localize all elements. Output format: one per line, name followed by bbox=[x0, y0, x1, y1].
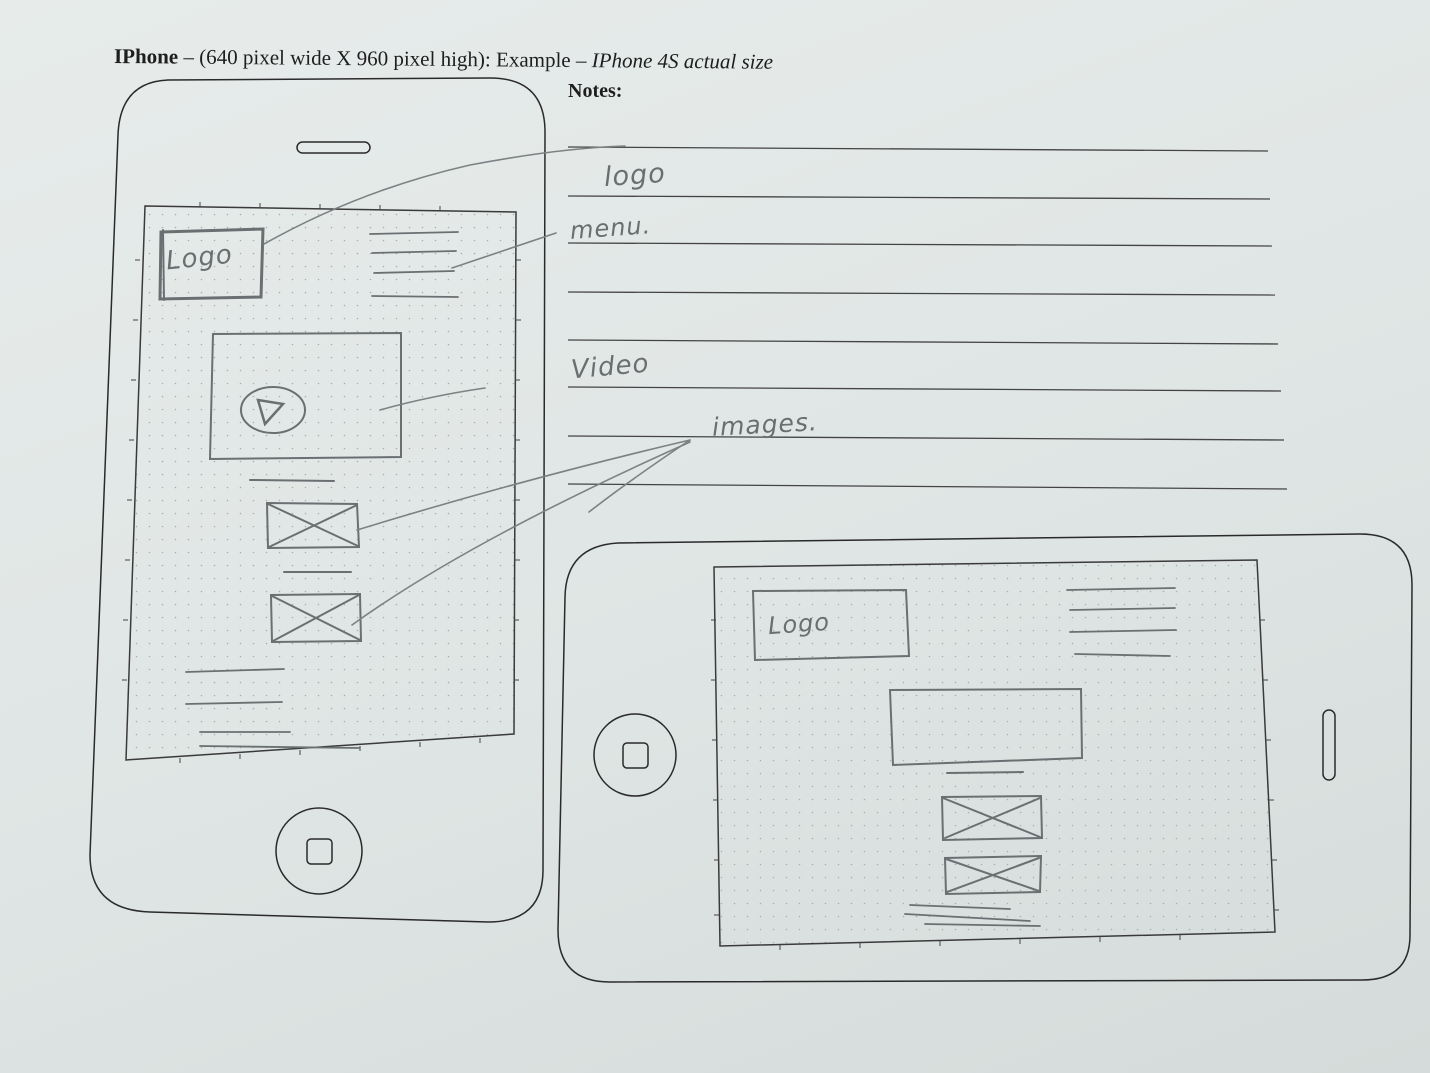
landscape-menu-lines bbox=[1066, 587, 1177, 657]
logo-connector bbox=[263, 145, 626, 245]
portrait-image-placeholder-1 bbox=[265, 501, 361, 550]
portrait-home-button bbox=[275, 807, 363, 895]
landscape-screen bbox=[711, 559, 1279, 950]
annotation-connectors bbox=[263, 145, 691, 626]
landscape-phone-body bbox=[557, 533, 1413, 983]
images-connector-2 bbox=[351, 441, 691, 626]
landscape-logo-box bbox=[751, 588, 911, 662]
landscape-logo-text: Logo bbox=[767, 607, 831, 641]
images-note: images. bbox=[711, 407, 819, 442]
portrait-speaker bbox=[296, 141, 371, 154]
landscape-phone bbox=[557, 533, 1413, 983]
landscape-image-placeholder-1 bbox=[940, 794, 1044, 842]
play-triangle-icon bbox=[256, 398, 286, 427]
menu-connector bbox=[451, 232, 557, 269]
header-title-italic: IPhone 4S actual size bbox=[591, 48, 774, 74]
play-circle-icon bbox=[240, 386, 306, 434]
notes-label: Notes: bbox=[568, 80, 623, 102]
video-connector bbox=[379, 387, 486, 411]
notes-ruled-lines bbox=[567, 146, 1288, 490]
portrait-video-box bbox=[208, 331, 402, 461]
landscape-speaker bbox=[1322, 709, 1336, 781]
portrait-footer-lines bbox=[185, 668, 361, 749]
images-connector-1 bbox=[356, 439, 691, 531]
portrait-screen bbox=[122, 202, 521, 763]
landscape-footer-lines bbox=[904, 904, 1041, 927]
portrait-menu-lines bbox=[369, 231, 459, 298]
header-title-bold: IPhone bbox=[113, 44, 179, 69]
landscape-image-placeholder-2 bbox=[943, 854, 1043, 896]
menu-note: menu. bbox=[569, 211, 653, 245]
portrait-phone bbox=[89, 77, 546, 923]
portrait-phone-body bbox=[89, 77, 546, 923]
logo-note: logo bbox=[602, 157, 667, 194]
landscape-video-box bbox=[888, 687, 1084, 767]
landscape-home-button bbox=[593, 713, 677, 797]
landscape-home-square-icon bbox=[622, 742, 649, 769]
portrait-image-placeholder-2 bbox=[269, 592, 363, 644]
header-title-plain: – (640 pixel wide X 960 pixel high): Exa… bbox=[178, 44, 592, 73]
images-connector-3 bbox=[588, 439, 691, 513]
portrait-logo-box bbox=[158, 227, 265, 301]
portrait-home-square-icon bbox=[306, 838, 333, 865]
